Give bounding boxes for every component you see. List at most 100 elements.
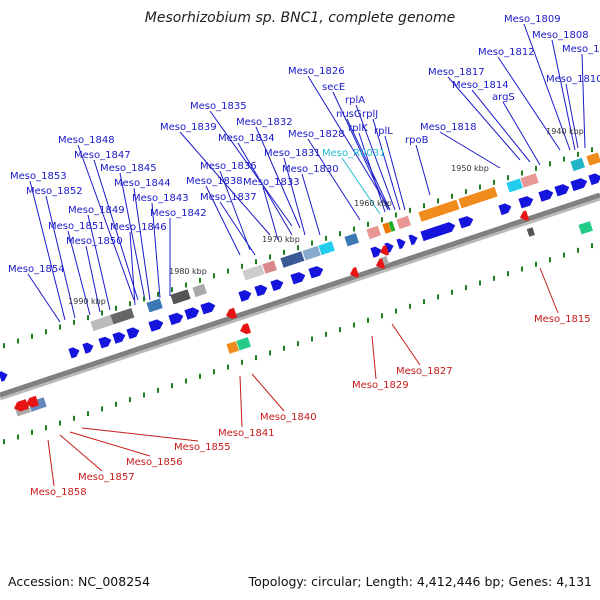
forward-gene-label[interactable]: Meso_1810 [546, 74, 600, 85]
reverse-gene-label[interactable]: Meso_1829 [352, 380, 409, 391]
forward-gene-arrow[interactable] [554, 182, 570, 197]
forward-gene-arrow[interactable] [458, 214, 474, 229]
reverse-gene-label[interactable]: Meso_1840 [260, 412, 317, 423]
forward-gene-arrow[interactable] [518, 194, 534, 209]
leader-line [239, 375, 243, 428]
forward-gene-label[interactable]: rplL [374, 126, 393, 137]
feature-blocks [14, 152, 600, 417]
forward-gene-label[interactable]: Meso_1839 [160, 122, 217, 133]
forward-gene-arrow[interactable] [184, 306, 200, 320]
forward-gene-arrow[interactable] [82, 341, 95, 354]
forward-gene-label[interactable]: rplJ [362, 109, 378, 120]
forward-gene-label[interactable]: Meso_1835 [190, 101, 247, 112]
forward-gene-label[interactable]: rplA [345, 95, 365, 106]
reverse-gene-arrow[interactable] [12, 399, 29, 413]
forward-gene-arrow[interactable] [200, 300, 216, 315]
feature-block [388, 220, 396, 232]
feature-block [236, 337, 251, 351]
forward-gene-arrow[interactable] [408, 233, 419, 246]
forward-gene-label[interactable]: Meso_1836 [200, 161, 257, 172]
summary-text: Topology: circular; Length: 4,412,446 bp… [248, 574, 592, 589]
forward-gene-arrow[interactable] [538, 188, 554, 202]
leader-line [301, 173, 321, 236]
forward-gene-label[interactable]: Meso_1843 [132, 193, 189, 204]
leader-line [341, 157, 381, 215]
forward-gene-label[interactable]: nusG [336, 109, 362, 120]
backbone-shadow [0, 195, 600, 401]
reverse-gene-arrow[interactable] [518, 210, 530, 222]
forward-gene-arrow[interactable] [588, 172, 600, 186]
reverse-gene-label[interactable]: Meso_1827 [396, 366, 453, 377]
forward-gene-label[interactable]: Meso_1808 [532, 30, 589, 41]
forward-gene-label[interactable]: Meso_1845 [100, 163, 157, 174]
reverse-gene-arrow[interactable] [24, 395, 39, 409]
forward-gene-label[interactable]: Meso_1833 [243, 177, 300, 188]
forward-gene-arrow[interactable] [168, 311, 184, 326]
forward-gene-label[interactable]: Meso_1807 [562, 44, 600, 55]
forward-gene-label[interactable]: argS [492, 92, 515, 103]
forward-gene-label[interactable]: Meso_R0031 [322, 148, 386, 159]
forward-gene-label[interactable]: Meso_1844 [114, 178, 171, 189]
forward-gene-arrow[interactable] [290, 270, 306, 285]
tick-label: 1940 kbp [546, 127, 584, 136]
forward-gene-label[interactable]: Meso_1817 [428, 67, 485, 78]
forward-gene-label[interactable]: Meso_1814 [452, 80, 509, 91]
leader-line [133, 187, 151, 301]
forward-gene-label[interactable]: Meso_1831 [264, 148, 321, 159]
leader-line [77, 144, 135, 301]
leader-line [255, 126, 301, 229]
forward-gene-label[interactable]: rplK [348, 123, 368, 134]
forward-gene-label[interactable]: Meso_1826 [288, 66, 345, 77]
forward-gene-label[interactable]: Meso_1852 [26, 186, 83, 197]
forward-gene-arrow[interactable] [420, 221, 456, 242]
forward-gene-arrow[interactable] [396, 237, 407, 250]
reverse-gene-label[interactable]: Meso_1841 [218, 428, 275, 439]
forward-gene-label[interactable]: rpoB [405, 135, 429, 146]
leader-line [502, 101, 541, 166]
forward-gene-label[interactable]: Meso_1850 [66, 236, 123, 247]
forward-gene-arrow[interactable] [570, 177, 588, 192]
forward-gene-label[interactable]: Meso_1818 [420, 122, 477, 133]
forward-gene-label[interactable]: Meso_1838 [186, 176, 243, 187]
forward-gene-arrow[interactable] [270, 278, 285, 292]
forward-gene-label[interactable]: Meso_1847 [74, 150, 131, 161]
reverse-gene-label[interactable]: Meso_1857 [78, 472, 135, 483]
reverse-gene-arrow[interactable] [238, 323, 252, 336]
forward-gene-label[interactable]: Meso_1837 [200, 192, 257, 203]
forward-gene-arrow[interactable] [308, 264, 324, 279]
backbone-line [0, 192, 600, 398]
reverse-gene-label[interactable]: Meso_1858 [30, 487, 87, 498]
forward-gene-label[interactable]: Meso_1853 [10, 171, 67, 182]
reverse-gene-label[interactable]: Meso_1855 [174, 442, 231, 453]
forward-gene-arrow[interactable] [112, 330, 127, 344]
leader-line [151, 202, 161, 299]
reverse-gene-label[interactable]: Meso_1856 [126, 457, 183, 468]
forward-gene-arrow[interactable] [98, 335, 113, 349]
leader-line [219, 201, 256, 256]
leader-line [358, 132, 386, 213]
forward-gene-label[interactable]: Meso_1809 [504, 14, 561, 25]
forward-gene-label[interactable]: Meso_1846 [110, 222, 167, 233]
forward-gene-arrow[interactable] [254, 283, 269, 297]
forward-gene-arrow[interactable] [148, 318, 164, 332]
leader-line [539, 267, 559, 314]
forward-gene-label[interactable]: secE [322, 82, 345, 93]
forward-gene-label[interactable]: Meso_1828 [288, 129, 345, 140]
forward-gene-label[interactable]: Meso_1834 [218, 133, 275, 144]
forward-gene-label[interactable]: Meso_1849 [68, 205, 125, 216]
forward-gene-label[interactable]: Meso_1854 [8, 264, 65, 275]
forward-gene-label[interactable]: Meso_1848 [58, 135, 115, 146]
forward-gene-label[interactable]: Meso_1842 [150, 208, 207, 219]
forward-gene-arrow[interactable] [68, 346, 81, 359]
forward-gene-arrow[interactable] [498, 202, 513, 216]
reverse-gene-label[interactable]: Meso_1815 [534, 314, 591, 325]
forward-gene-arrow[interactable] [0, 370, 9, 382]
forward-gene-label[interactable]: Meso_1832 [236, 117, 293, 128]
reverse-gene-arrow[interactable] [224, 307, 238, 321]
forward-gene-arrow[interactable] [238, 288, 253, 302]
forward-gene-label[interactable]: Meso_1830 [282, 164, 339, 175]
forward-gene-arrow[interactable] [370, 245, 383, 258]
forward-gene-arrow[interactable] [126, 326, 141, 340]
forward-gene-label[interactable]: Meso_1851 [48, 221, 105, 232]
forward-gene-label[interactable]: Meso_1812 [478, 47, 535, 58]
